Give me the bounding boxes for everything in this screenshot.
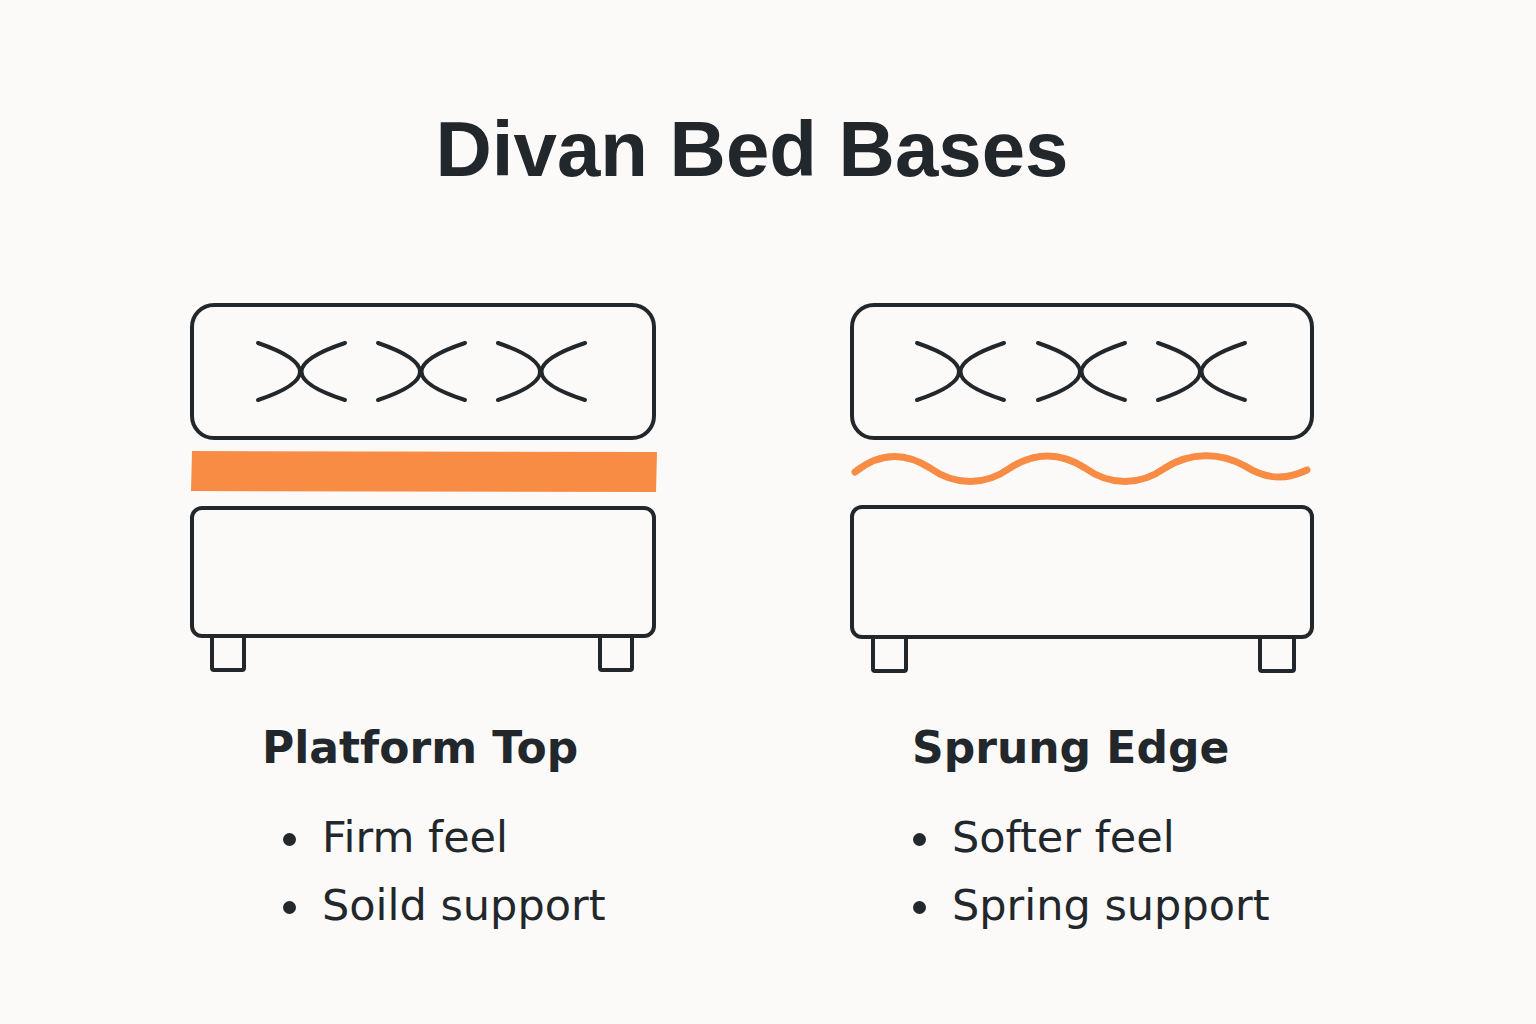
platform-top-board <box>191 451 657 492</box>
mattress <box>192 305 654 438</box>
sprung-edge-wave <box>855 456 1307 482</box>
diagram-title: Divan Bed Bases <box>436 110 1069 188</box>
bullet-dot <box>913 901 926 914</box>
section-heading: Sprung Edge <box>912 726 1229 770</box>
bed-leg <box>873 637 906 671</box>
spring-symbol <box>1158 343 1245 400</box>
feature-item: Soild support <box>322 884 606 927</box>
spring-symbol <box>1038 343 1125 400</box>
section-heading: Platform Top <box>262 726 578 770</box>
spring-symbol <box>378 343 465 400</box>
mattress <box>852 305 1312 438</box>
bullet-dot <box>283 833 296 846</box>
feature-item: Softer feel <box>952 816 1175 859</box>
bed-leg <box>1260 637 1294 671</box>
bed-leg <box>212 636 244 670</box>
feature-item: Spring support <box>952 884 1270 927</box>
divan-base <box>852 507 1312 637</box>
bullet-dot <box>283 901 296 914</box>
bullet-dot <box>913 833 926 846</box>
spring-symbol <box>917 343 1004 400</box>
bed-leg <box>600 636 632 670</box>
feature-item: Firm feel <box>322 816 508 859</box>
spring-symbol <box>498 343 585 400</box>
divan-base <box>192 508 654 636</box>
spring-symbol <box>258 343 345 400</box>
